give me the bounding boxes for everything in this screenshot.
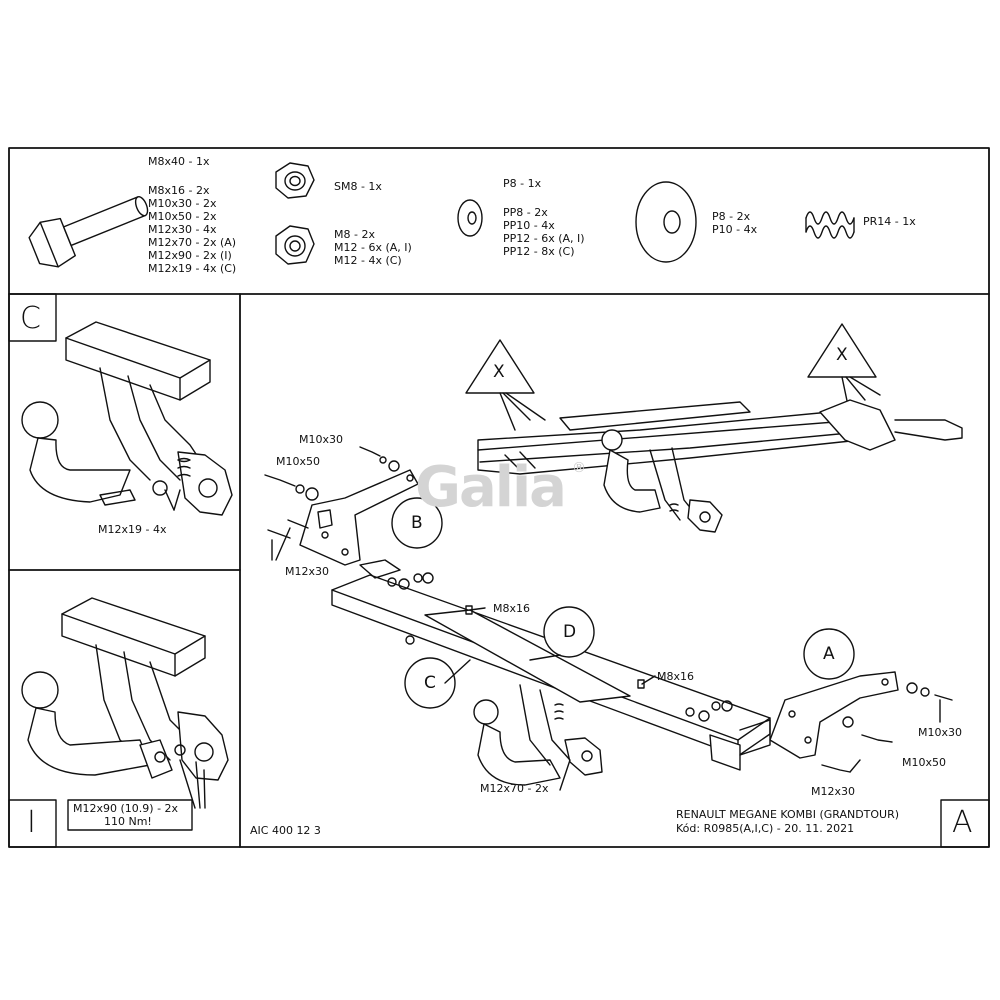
marker-x1-label: X: [493, 362, 505, 382]
label-m10x30-right: M10x30: [918, 726, 962, 739]
large-washer-item: P10 - 4x: [712, 223, 758, 236]
label-m12x30-right: M12x30: [811, 785, 855, 798]
m8-nut-icon: [275, 225, 315, 265]
marker-d-circle: [543, 606, 595, 658]
bolt-list-item: M12x90 - 2x (I): [148, 249, 232, 262]
marker-d-label: D: [563, 622, 577, 642]
spring-label: PR14 - 1x: [863, 215, 916, 228]
p8-single-label: P8 - 1x: [503, 177, 542, 190]
outer-frame: [8, 147, 990, 848]
nut-list-item: M12 - 6x (A, I): [334, 241, 412, 254]
variant-i-drawing: [21, 597, 229, 831]
pp-list-item: PP8 - 2x: [503, 206, 548, 219]
variant-c-letter: C: [20, 301, 41, 336]
large-washer-list: P8 - 2x P10 - 4x: [712, 210, 757, 236]
registered-mark: ®: [572, 460, 586, 476]
pp-list-item: PP12 - 8x (C): [503, 245, 575, 258]
large-washer-item: P8 - 2x: [712, 210, 751, 223]
marker-b-label: B: [411, 513, 423, 533]
pp-list-item: PP10 - 4x: [503, 219, 555, 232]
bolt-main-label: M8x40 - 1x: [148, 155, 210, 168]
sm-nut-label: SM8 - 1x: [334, 180, 382, 193]
assembly-code: AIC 400 12 3: [250, 824, 321, 837]
main-crossbar: [331, 559, 771, 771]
nut-list-item: M12 - 4x (C): [334, 254, 402, 267]
pp-list: PP8 - 2x PP10 - 4x PP12 - 6x (A, I) PP12…: [503, 206, 585, 258]
letter-box-c: [8, 293, 57, 342]
bolt-list: M8x16 - 2x M10x30 - 2x M10x50 - 2x M12x3…: [148, 184, 236, 275]
variant-c-bolt-label: M12x19 - 4x: [98, 523, 167, 536]
large-washer-icon: [635, 181, 697, 263]
variant-i-note-line1: M12x90 (10.9) - 2x: [73, 802, 179, 815]
spring-icon: [805, 211, 855, 239]
vehicle-model: RENAULT MEGANE KOMBI (GRANDTOUR): [676, 808, 900, 821]
variant-c-drawing: [21, 321, 233, 516]
label-m10x50-right: M10x50: [902, 756, 946, 769]
bracket-a: [769, 671, 899, 759]
marker-b-circle: [391, 497, 443, 549]
sm8-nut-icon: [275, 162, 315, 199]
marker-c-circle: [404, 657, 456, 709]
label-m10x50-left: M10x50: [276, 455, 320, 468]
label-m12x30-left: M12x30: [285, 565, 329, 578]
letter-box-a: [940, 799, 990, 848]
hitch-arm: [473, 684, 603, 791]
bracket-b: [299, 469, 419, 566]
galia-logo: Galia: [415, 455, 567, 520]
pp-list-item: PP12 - 6x (A, I): [503, 232, 585, 245]
main-letter: A: [952, 805, 973, 840]
bolt-list-item: M10x50 - 2x: [148, 210, 217, 223]
bolt-list-item: M12x30 - 4x: [148, 223, 217, 236]
variant-i-letter: I: [27, 805, 36, 840]
bolt-icon: [28, 196, 149, 268]
crossbar-nuts: [387, 572, 733, 722]
marker-a-circle: [803, 628, 855, 680]
marker-a-label: A: [823, 644, 835, 664]
right-bolts: [821, 682, 953, 773]
variant-i-note-line2: 110 Nm!: [104, 815, 152, 828]
label-m8x16-top: M8x16: [493, 602, 530, 615]
bolt-list-item: M10x30 - 2x: [148, 197, 217, 210]
left-bolts: [264, 446, 400, 561]
nut-list-item: M8 - 2x: [334, 228, 375, 241]
label-m10x30-left: M10x30: [299, 433, 343, 446]
label-m12x70: M12x70 - 2x: [480, 782, 549, 795]
kod-line: Kód: R0985(A,I,C) - 20. 11. 2021: [676, 822, 855, 835]
bolt-list-item: M8x16 - 2x: [148, 184, 210, 197]
vehicle-beam: [477, 399, 963, 533]
marker-x2-label: X: [836, 345, 848, 365]
small-washer-icon: [457, 199, 483, 237]
letter-box-i: [8, 799, 57, 848]
bolt-list-item: M12x19 - 4x (C): [148, 262, 237, 275]
label-m8x16-right: M8x16: [657, 670, 694, 683]
bolt-list-item: M12x70 - 2x (A): [148, 236, 237, 249]
marker-c-label: C: [424, 673, 436, 693]
nut-list: M8 - 2x M12 - 6x (A, I) M12 - 4x (C): [334, 228, 412, 267]
